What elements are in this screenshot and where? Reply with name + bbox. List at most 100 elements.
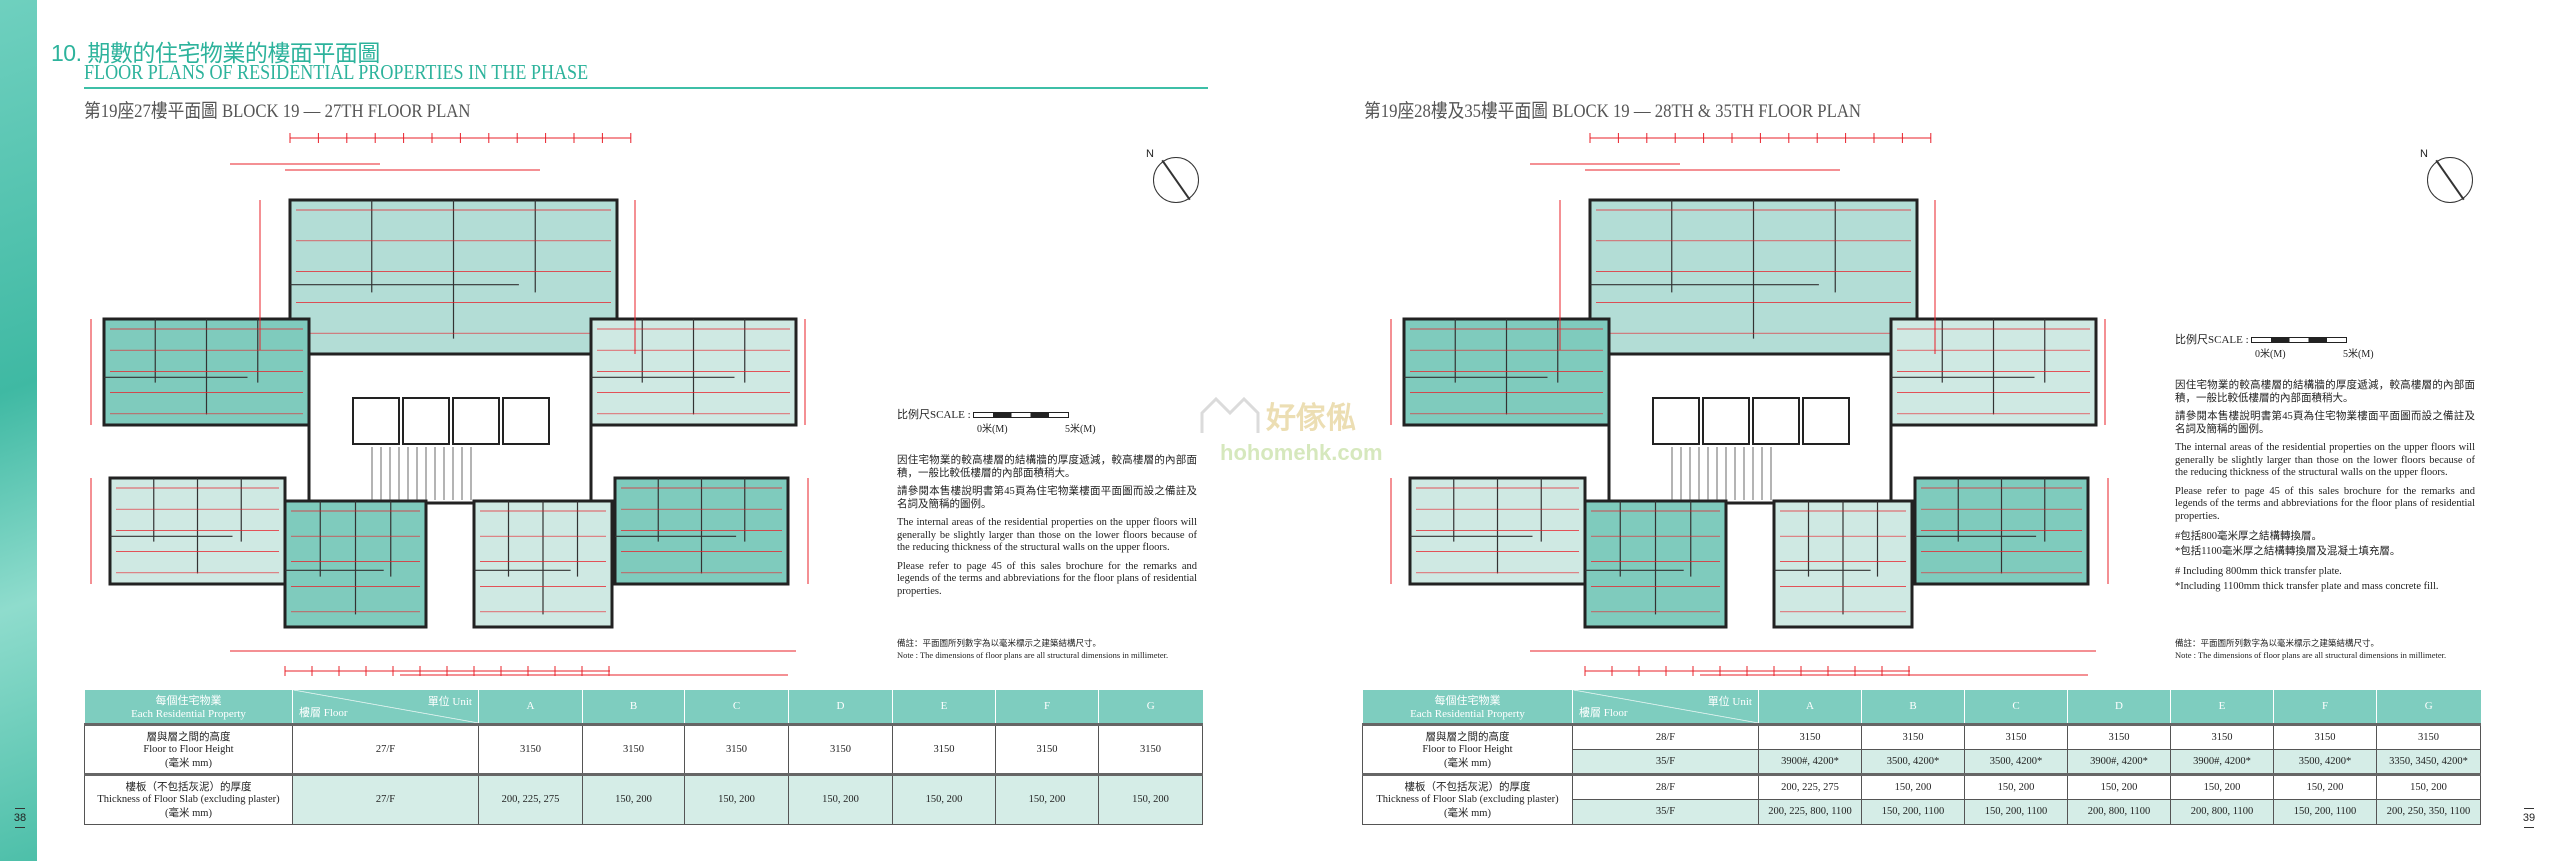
house-logo-icon	[1200, 396, 1260, 433]
watermark-cn: 好傢俬	[1266, 402, 1356, 435]
value-cell-c: 3150	[1964, 722, 2068, 750]
value-cell-f: 3150	[2273, 722, 2377, 750]
symbol-note-en-2: *Including 1100mm thick transfer plate a…	[2175, 580, 2439, 592]
page-number-right: 39	[2522, 805, 2536, 831]
value-cell-d: 150, 200	[788, 772, 893, 825]
value-cell-f: 3500, 4200*	[2273, 748, 2377, 775]
symbol-note-en-1: # Including 800mm thick transfer plate.	[2175, 566, 2342, 577]
value-cell-d: 200, 800, 1100	[2067, 798, 2171, 825]
watermark: 好傢俬 hohomehk.com	[1200, 395, 1383, 466]
value-cell-g: 200, 250, 350, 1100	[2376, 798, 2481, 825]
value-cell-g: 150, 200	[1098, 772, 1203, 825]
notes: 因住宅物業的較高樓層的結構牆的厚度遞減，較高樓層的內部面積，一般比較低樓層的內部…	[2175, 380, 2475, 599]
scale-label: 比例尺SCALE :	[897, 409, 971, 421]
compass-label: N	[1146, 148, 1154, 160]
floor-cell: 28/F	[1572, 722, 1759, 750]
value-cell-c: 150, 200	[684, 772, 789, 825]
note-en-1: The internal areas of the residential pr…	[2175, 442, 2475, 478]
value-cell-b: 150, 200	[1861, 772, 1965, 800]
value-cell-b: 150, 200	[582, 772, 685, 825]
lift	[452, 397, 500, 445]
scale-bar: 比例尺SCALE : 0米(M) 5米(M)	[897, 406, 1096, 435]
value-cell-e: 150, 200	[2170, 772, 2274, 800]
value-cell-g: 3350, 3450, 4200*	[2376, 748, 2481, 775]
value-cell-d: 3150	[2067, 722, 2171, 750]
value-cell-a: 200, 225, 275	[478, 772, 583, 825]
compass-label: N	[2420, 148, 2428, 160]
header-unit-g: G	[2376, 690, 2481, 724]
header-unit-d: D	[2067, 690, 2171, 724]
right-page-title: 第19座28樓及35樓平面圖 BLOCK 19 — 28TH & 35TH FL…	[1364, 101, 1861, 122]
decorative-stripe	[0, 0, 37, 861]
floor-plan-28f-35f	[1390, 133, 2109, 676]
value-cell-g: 3150	[1098, 722, 1203, 775]
value-cell-b: 3500, 4200*	[1861, 748, 1965, 775]
header-unit-c: C	[1964, 690, 2068, 724]
header-unit-b: B	[1861, 690, 1965, 724]
north-compass-icon: N	[2420, 148, 2473, 203]
scale-bar-graphic	[973, 412, 1070, 419]
scale-five: 5米(M)	[2343, 349, 2374, 360]
lift	[352, 397, 400, 445]
note-en-2: Please refer to page 45 of this sales br…	[897, 560, 1197, 597]
header-unit-e: E	[892, 690, 996, 724]
value-cell-e: 3150	[2170, 722, 2274, 750]
value-cell-c: 3150	[684, 722, 789, 775]
value-cell-a: 3900#, 4200*	[1758, 748, 1862, 775]
lift	[502, 397, 550, 445]
header-unit-f: F	[2273, 690, 2377, 724]
floor-cell: 35/F	[1572, 748, 1759, 775]
floor-cell: 28/F	[1572, 772, 1759, 800]
value-cell-f: 3150	[995, 722, 1099, 775]
lift	[1802, 397, 1850, 445]
note-cn-2: 請參閱本售樓說明書第45頁為住宅物業樓面平面圖而設之備註及名詞及簡稱的圖例。	[897, 486, 1197, 510]
value-cell-d: 3150	[788, 722, 893, 775]
footnote-cn: 備註：平面圖所列數字為以毫米標示之建築結構尺寸。	[2175, 638, 2380, 648]
value-cell-f: 150, 200	[2273, 772, 2377, 800]
value-cell-g: 3150	[2376, 722, 2481, 750]
header-unit-f: F	[995, 690, 1099, 724]
floor-cell: 27/F	[292, 722, 479, 775]
value-cell-b: 3150	[582, 722, 685, 775]
header-unit-d: D	[788, 690, 893, 724]
page-number-left: 38	[13, 805, 27, 831]
value-cell-a: 3150	[478, 722, 583, 775]
header-unit-b: B	[582, 690, 685, 724]
value-cell-e: 3150	[892, 722, 996, 775]
value-cell-c: 150, 200	[1964, 772, 2068, 800]
note-en-2: Please refer to page 45 of this sales br…	[2175, 485, 2475, 522]
header-unit-a: A	[1758, 690, 1862, 724]
scale-zero: 0米(M)	[2255, 349, 2286, 360]
footnote-cn: 備註：平面圖所列數字為以毫米標示之建築結構尺寸。	[897, 638, 1102, 648]
section-title-cn: 10. 期數的住宅物業的樓面平面圖	[51, 40, 380, 66]
header-unit-e: E	[2170, 690, 2274, 724]
floor-plan-27f	[90, 133, 809, 676]
value-cell-c: 150, 200, 1100	[1964, 798, 2068, 825]
value-cell-c: 3500, 4200*	[1964, 748, 2068, 775]
value-cell-b: 3150	[1861, 722, 1965, 750]
notes: 因住宅物業的較高樓層的結構牆的厚度遞減，較高樓層的內部面積，一般比較低樓層的內部…	[897, 455, 1197, 604]
header-unit-a: A	[478, 690, 583, 724]
value-cell-a: 3150	[1758, 722, 1862, 750]
floor-cell: 35/F	[1572, 798, 1759, 825]
value-cell-e: 3900#, 4200*	[2170, 748, 2274, 775]
symbol-note-cn-1: #包括800毫米厚之結構轉換層。	[2175, 531, 2322, 542]
header-unit-g: G	[1098, 690, 1203, 724]
value-cell-e: 150, 200	[892, 772, 996, 825]
note-cn-2: 請參閱本售樓說明書第45頁為住宅物業樓面平面圖而設之備註及名詞及簡稱的圖例。	[2175, 411, 2475, 435]
section-title-en: FLOOR PLANS OF RESIDENTIAL PROPERTIES IN…	[84, 60, 589, 84]
